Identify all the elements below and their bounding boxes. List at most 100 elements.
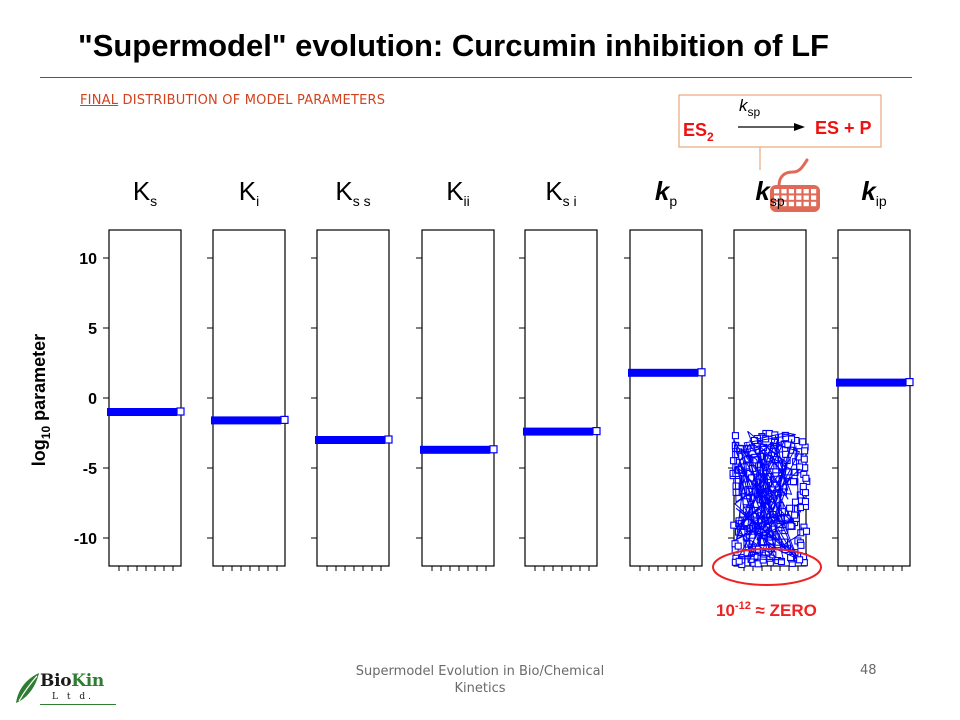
y-axis: 10 5 0 -5 -10 xyxy=(74,251,97,548)
slide-title: "Supermodel" evolution: Curcumin inhibit… xyxy=(78,28,829,63)
reaction-reactant: ES2 xyxy=(683,120,714,144)
parameter-point xyxy=(729,457,738,465)
keyboard-key xyxy=(811,195,817,200)
panel-2: Ki xyxy=(207,176,289,571)
near-zero-highlight-ellipse xyxy=(712,548,822,586)
keyboard-key xyxy=(774,189,780,194)
parameter-point xyxy=(734,542,742,550)
parameter-marker xyxy=(280,415,289,424)
parameter-point xyxy=(791,511,799,519)
y-tick-label: 10 xyxy=(79,251,97,268)
parameter-point xyxy=(754,560,762,568)
reaction-inset: ES2 ksp ES + P xyxy=(678,94,882,170)
subtitle-final: FINAL xyxy=(80,93,119,108)
parameter-point xyxy=(797,541,805,549)
keyboard-key xyxy=(811,189,817,194)
keyboard-cable xyxy=(777,158,809,188)
keyboard-key xyxy=(803,189,809,194)
parameter-point xyxy=(799,438,807,446)
panel-frame xyxy=(629,229,703,567)
parameter-marker xyxy=(176,407,185,416)
panel-5: Ks i xyxy=(519,176,601,571)
keyboard-key xyxy=(803,201,809,207)
panel-frame xyxy=(108,229,182,567)
panel-label: Ks s xyxy=(335,176,370,209)
panel-label: ksp xyxy=(755,176,784,209)
parameter-band xyxy=(523,427,593,436)
parameter-point xyxy=(801,447,809,455)
panel-label: kp xyxy=(655,176,677,209)
parameter-band xyxy=(211,416,281,425)
parameter-point xyxy=(796,504,805,512)
keyboard-key xyxy=(796,201,802,207)
parameter-point xyxy=(802,527,811,535)
near-zero-annotation: 10-12 ≈ ZERO xyxy=(716,600,817,620)
chart-panels: Ks Ki Ks s Kii Ks i kp ksp kip xyxy=(103,176,914,571)
footer-title: Supermodel Evolution in Bio/Chemical Kin… xyxy=(355,664,605,696)
keyboard-key xyxy=(781,195,787,200)
parameter-band xyxy=(315,436,385,444)
panel-4: Kii xyxy=(416,176,498,571)
parameter-trace xyxy=(733,438,801,563)
parameter-point xyxy=(777,557,785,566)
parameter-point xyxy=(789,478,798,486)
y-tick-label: 0 xyxy=(88,391,97,408)
parameter-marker xyxy=(489,445,498,454)
parameter-point xyxy=(787,522,795,530)
parameter-point xyxy=(802,474,810,482)
y-tick-label: -10 xyxy=(74,531,97,548)
panel-frame xyxy=(837,229,911,567)
keyboard-key xyxy=(781,189,787,194)
parameter-band xyxy=(836,378,906,387)
panel-6: kp xyxy=(624,176,706,571)
parameter-point xyxy=(787,553,795,562)
keyboard-key xyxy=(774,201,780,207)
parameter-point xyxy=(801,489,809,497)
parameter-point xyxy=(796,556,804,564)
panel-label: kip xyxy=(861,176,887,209)
y-tick-label: -5 xyxy=(83,461,97,478)
panel-frame xyxy=(524,229,598,567)
biokin-leaf-icon xyxy=(16,673,39,703)
logo-underline xyxy=(40,704,116,705)
reaction-arrow-head xyxy=(794,123,805,131)
keyboard-key xyxy=(788,189,794,194)
panel-frame xyxy=(316,229,390,567)
parameter-point xyxy=(801,497,810,506)
y-tick-label: 5 xyxy=(88,321,97,338)
reaction-inset-border xyxy=(678,94,882,148)
parameter-marker xyxy=(905,378,914,387)
parameter-band xyxy=(420,445,490,454)
keyboard-key xyxy=(796,195,802,200)
keyboard-key xyxy=(803,195,809,200)
panel-label: Kii xyxy=(446,176,470,209)
parameter-point xyxy=(731,432,739,440)
panel-8: kip xyxy=(832,176,914,571)
logo-wordmark: BioKin xyxy=(40,671,104,691)
parameter-band xyxy=(628,368,698,377)
reaction-product: ES + P xyxy=(815,118,872,138)
keyboard-key xyxy=(811,201,817,207)
parameter-marker xyxy=(697,368,706,377)
parameter-point xyxy=(759,556,767,564)
parameter-point xyxy=(786,504,794,512)
panel-7: ksp xyxy=(728,176,811,571)
keyboard-key xyxy=(796,189,802,194)
panel-label: Ki xyxy=(239,176,259,209)
panel-1: Ks xyxy=(103,176,185,571)
panel-label: Ks i xyxy=(545,176,576,209)
keyboard-key xyxy=(788,201,794,207)
keyboard-key xyxy=(774,195,780,200)
parameter-marker xyxy=(384,435,393,444)
keyboard-key xyxy=(781,201,787,207)
panel-frame xyxy=(212,229,286,567)
parameter-point xyxy=(799,482,807,491)
panel-label: Ks xyxy=(133,176,157,209)
keyboard-key xyxy=(788,195,794,200)
title-divider xyxy=(40,77,912,78)
parameter-point xyxy=(800,455,808,463)
panel-3: Ks s xyxy=(311,176,393,571)
logo-subtitle: L t d. xyxy=(52,692,94,702)
subtitle-rest: DISTRIBUTION OF MODEL PARAMETERS xyxy=(118,93,386,108)
y-axis-label: log10 parameter xyxy=(29,334,53,466)
